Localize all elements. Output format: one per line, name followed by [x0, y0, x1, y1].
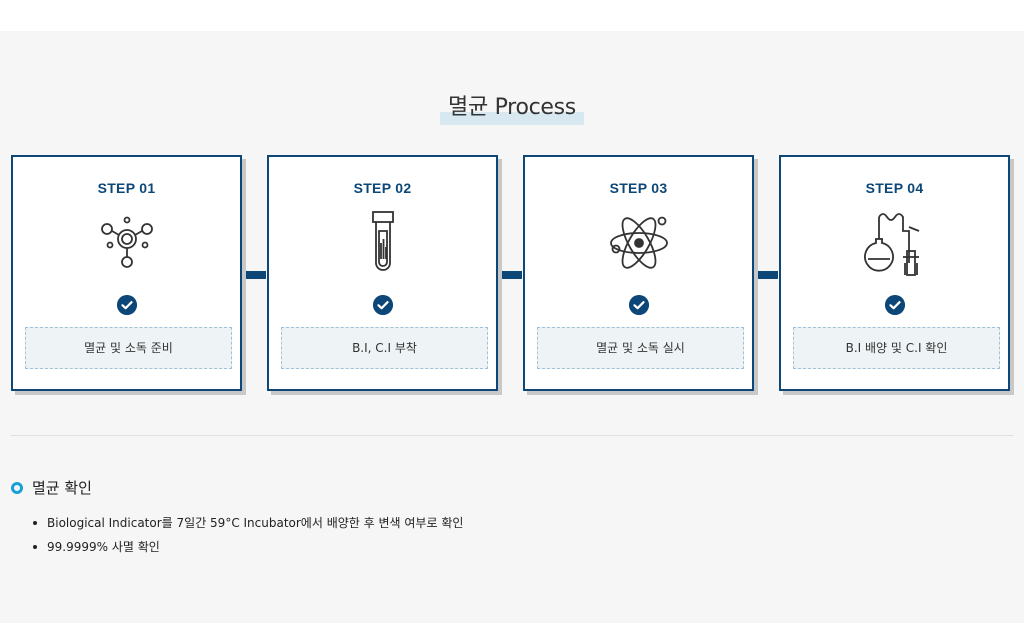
- title-highlight: [440, 112, 584, 125]
- check-circle-icon: [628, 295, 649, 315]
- section-title-wrap: 멸균 Process: [0, 89, 1024, 125]
- flask-icon: [863, 213, 919, 276]
- step-connector: [244, 271, 266, 279]
- step-card-4: STEP 04 B.I 배양 및 C.I 확인: [779, 155, 1010, 391]
- step-label: STEP 03: [609, 180, 668, 196]
- list-item: Biological Indicator를 7일간 59°C Incubator…: [33, 511, 463, 535]
- step-connector: [500, 271, 522, 279]
- check-circle-icon: [116, 295, 137, 315]
- test-tube-icon: [371, 211, 394, 271]
- ring-bullet-icon: [11, 481, 23, 494]
- molecule-icon: [100, 216, 153, 268]
- top-bar: [0, 0, 1024, 31]
- step-card-3: STEP 03 멸균 및 소독 실시: [523, 155, 754, 391]
- step-label: STEP 02: [353, 180, 412, 196]
- list-item-text: 99.9999% 사멸 확인: [47, 540, 160, 554]
- step-description: B.I, C.I 부착: [281, 327, 488, 369]
- check-circle-icon: [884, 295, 905, 315]
- step-description: 멸균 및 소독 준비: [25, 327, 232, 369]
- confirm-heading: 멸균 확인: [11, 477, 92, 498]
- section-title-text: 멸균 Process: [448, 95, 576, 120]
- section-divider: [11, 435, 1013, 436]
- process-section: 멸균 Process STEP 01: [0, 31, 1024, 623]
- step-description: B.I 배양 및 C.I 확인: [793, 327, 1000, 369]
- confirm-heading-text: 멸균 확인: [32, 479, 92, 497]
- list-item-text: Biological Indicator를 7일간 59°C Incubator…: [47, 516, 464, 530]
- check-circle-icon: [372, 295, 393, 315]
- step-connector: [756, 271, 778, 279]
- step-card-1: STEP 01 멸균 및 소독 준비: [11, 155, 242, 391]
- step-description: 멸균 및 소독 실시: [537, 327, 744, 369]
- bullet-dot-icon: [33, 521, 37, 525]
- bullet-dot-icon: [33, 545, 37, 549]
- process-steps: STEP 01 멸균 및 소독 준비 STEP 02: [11, 155, 1013, 395]
- confirm-list: Biological Indicator를 7일간 59°C Incubator…: [33, 511, 463, 559]
- step-label: STEP 04: [865, 180, 924, 196]
- section-title: 멸균 Process: [440, 89, 584, 125]
- step-card-2: STEP 02 B.I, C.I 부착: [267, 155, 498, 391]
- list-item: 99.9999% 사멸 확인: [33, 535, 463, 559]
- atom-icon: [609, 216, 668, 269]
- step-label: STEP 01: [97, 180, 156, 196]
